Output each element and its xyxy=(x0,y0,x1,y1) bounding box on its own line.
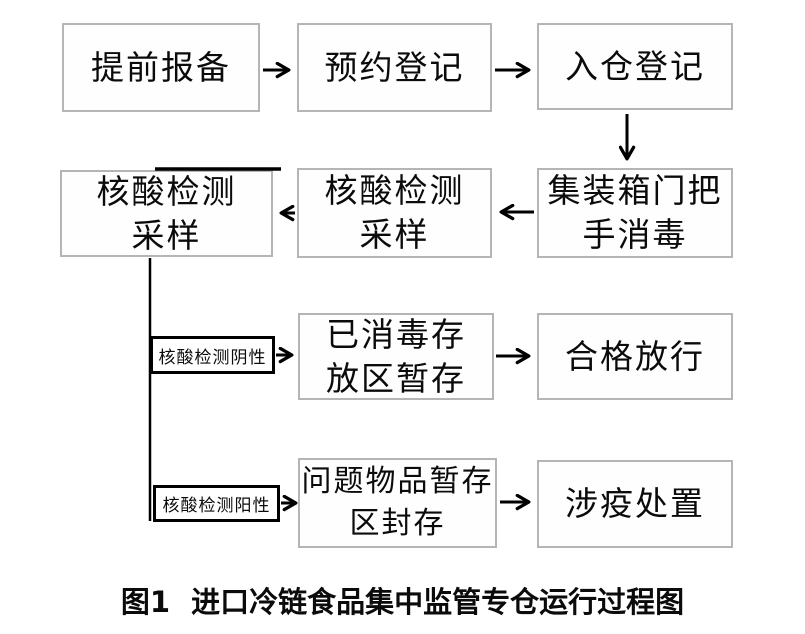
node-advance-report: 提前报备 xyxy=(62,23,260,112)
node-nucleic-acid-sampling-1: 核酸检测 采样 xyxy=(297,168,492,258)
figure-title: 进口冷链食品集中监管专仓运行过程图 xyxy=(191,585,685,619)
node-warehouse-entry-registration: 入仓登记 xyxy=(537,23,733,110)
label-negative-result: 核酸检测阴性 xyxy=(150,336,275,374)
node-disinfected-storage-area: 已消毒存 放区暂存 xyxy=(298,313,494,400)
label-positive-result: 核酸检测阳性 xyxy=(153,485,280,522)
figure-number: 图1 xyxy=(120,585,171,619)
node-epidemic-disposal: 涉疫处置 xyxy=(537,460,733,548)
node-qualified-release: 合格放行 xyxy=(537,313,733,400)
figure-caption: 图1 进口冷链食品集中监管专仓运行过程图 xyxy=(0,580,805,624)
node-appointment-registration: 预约登记 xyxy=(297,23,492,112)
node-container-door-handle-disinfection: 集装箱门把 手消毒 xyxy=(537,168,733,258)
node-problem-items-sealed: 问题物品暂存 区封存 xyxy=(298,458,497,548)
node-nucleic-acid-sampling-2: 核酸检测 采样 xyxy=(60,170,273,257)
